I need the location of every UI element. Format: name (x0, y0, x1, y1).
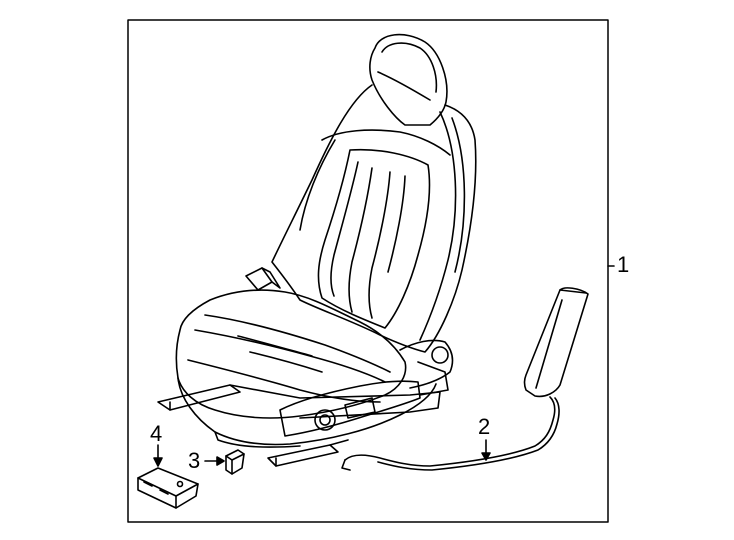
seat-cushion (175, 289, 407, 419)
assembly-frame (127, 19, 609, 523)
callout-3: 3 (188, 448, 201, 473)
callout-2: 2 (478, 414, 491, 439)
seat-rail-front (157, 384, 241, 411)
control-module (137, 467, 199, 509)
seat-assembly (157, 33, 477, 467)
callout-4: 4 (150, 421, 163, 446)
side-shield (279, 380, 421, 437)
clip-part (225, 449, 245, 475)
side-airbag-module (341, 287, 589, 471)
headrest (369, 33, 448, 126)
callout-1: 1 (617, 252, 630, 277)
adjuster-knob (314, 409, 336, 431)
seat-rail-rear (267, 444, 339, 467)
